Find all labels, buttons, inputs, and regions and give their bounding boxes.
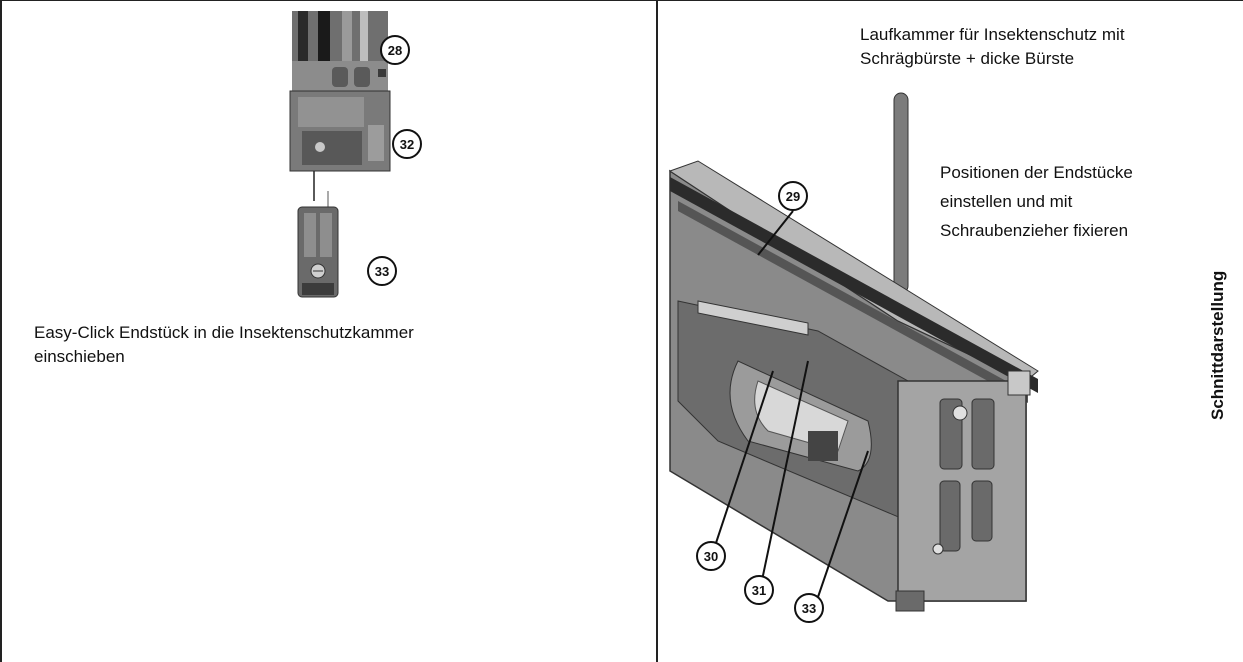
callout-31: 31 [744, 575, 774, 605]
screwdriver [893, 92, 909, 294]
leader-31 [760, 360, 809, 586]
table-column-divider [656, 0, 658, 662]
leader-33 [817, 450, 869, 598]
leader-29 [757, 210, 794, 256]
caption-positions: Positionen der Endstücke einstellen und … [940, 163, 1133, 240]
table-top-border [0, 0, 1243, 1]
caption-running-chamber: Laufkammer für Insektenschutz mit Schräg… [860, 25, 1125, 68]
callout-33-right: 33 [794, 593, 824, 623]
callout-32: 32 [392, 129, 422, 159]
side-label-schnittdarstellung: Schnittdarstellung [1208, 270, 1227, 420]
right-cell: Laufkammer für Insektenschutz mit Schräg… [658, 1, 1243, 662]
table-left-border [0, 0, 2, 662]
callout-30: 30 [696, 541, 726, 571]
left-caption: Easy-Click Endstück in die Insektenschut… [34, 323, 414, 366]
profile-section-illustration [668, 92, 1039, 612]
callout-28: 28 [380, 35, 410, 65]
callout-29: 29 [778, 181, 808, 211]
left-cell: 28 32 33 Easy-Click Endstück in die Inse… [2, 1, 656, 662]
end-piece-illustration [289, 11, 391, 298]
leader-30 [713, 370, 774, 550]
callout-33: 33 [367, 256, 397, 286]
